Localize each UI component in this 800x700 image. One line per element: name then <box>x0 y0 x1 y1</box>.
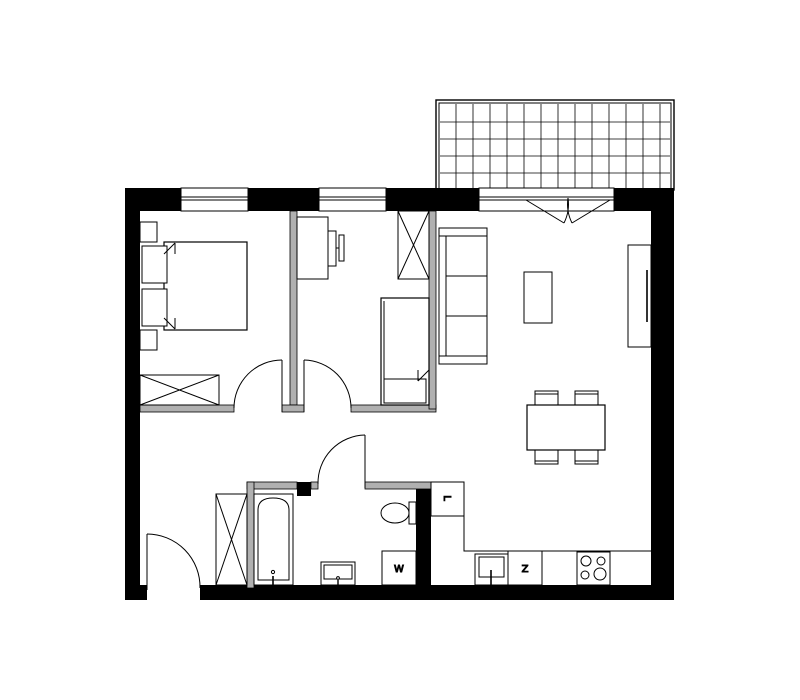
balcony-grid <box>440 104 670 188</box>
balcony-door <box>525 197 611 224</box>
bathtub-icon <box>253 493 294 586</box>
kitchen-sink-icon <box>474 553 509 586</box>
tv-cabinet-icon <box>627 244 652 348</box>
partitions <box>139 210 437 589</box>
wardrobe-2-icon <box>397 210 430 280</box>
desk-icon <box>296 216 345 280</box>
coffee-table-icon <box>523 271 553 324</box>
washbasin-icon <box>320 561 356 586</box>
label-w: W <box>394 564 404 575</box>
sofa-icon <box>438 227 488 365</box>
balcony <box>435 99 675 191</box>
kitchen-counter: L <box>430 481 651 552</box>
toilet-icon <box>380 501 417 525</box>
windows <box>180 187 615 212</box>
double-bed-icon <box>139 221 248 351</box>
fridge-icon: Z <box>507 550 543 586</box>
hall-wardrobe-icon <box>215 493 248 586</box>
single-bed-icon <box>380 297 430 406</box>
label-l: L <box>441 495 452 501</box>
exterior-walls <box>125 188 674 600</box>
washing-machine-icon: W <box>381 550 417 586</box>
wardrobe-icon <box>139 374 220 406</box>
stove-icon <box>576 551 611 586</box>
dining-table-icon <box>526 390 606 465</box>
label-z: Z <box>522 564 529 575</box>
doors <box>146 359 366 590</box>
